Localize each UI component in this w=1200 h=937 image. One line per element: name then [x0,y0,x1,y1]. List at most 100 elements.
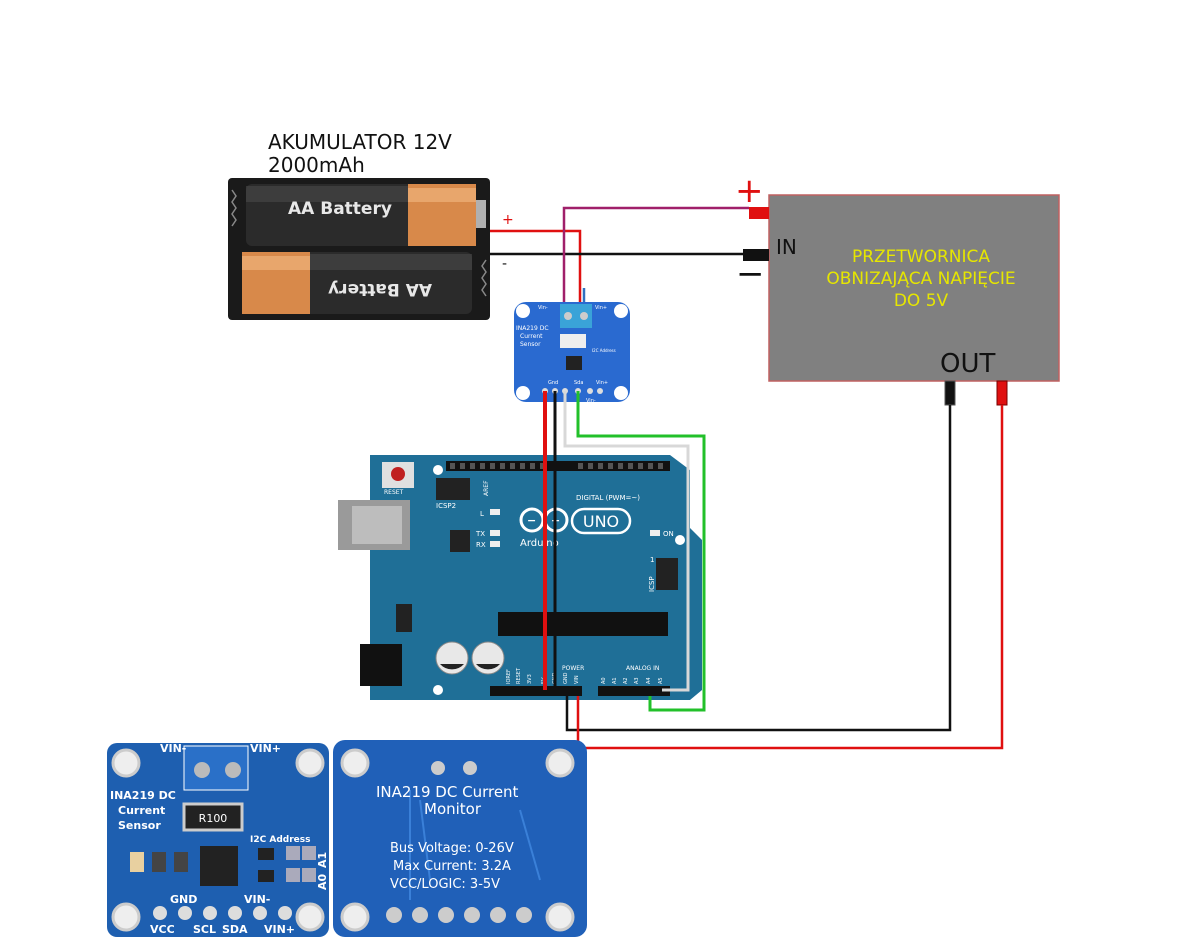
battery-top-terminal [476,200,486,228]
usb-chip [450,530,470,552]
converter-in-plus-terminal [749,207,769,219]
atmega-chip [498,612,668,636]
photo-front-i2c: I2C Address [250,835,310,845]
analog-in-label: ANALOG IN [626,665,659,672]
converter-out-plus-terminal [996,380,1008,406]
wire-out-minus-to-gnd [565,405,952,732]
aref-label: AREF [483,480,490,496]
photo-back-title2: Monitor [424,800,482,818]
converter-out-label: OUT [940,349,995,379]
pin-3v3-label: 3V3 [527,674,533,684]
icsp2-header [436,478,470,500]
icsp-num-label: 1 [650,556,654,564]
digital-header-pins [450,463,663,469]
ina219-sensor-module: Vin- Vin+ INA219 DC Current Sensor I2C A… [514,302,630,404]
photo-back-spec2: Max Current: 3.2A [393,859,511,874]
pin-reset-label: RESET [516,667,522,684]
sensor-shunt [560,334,586,348]
power-label: POWER [562,665,584,672]
sensor-gnd-label: Gnd [548,380,558,386]
photo-front-gnd: GND [170,893,197,906]
photo-front-resistor [182,802,244,832]
pin-ioref-label: IOREF [506,669,512,684]
battery-pack: AKUMULATOR 12V 2000mAh AA Battery AA Bat… [228,130,514,320]
pin-a1-label: A1 [612,677,618,684]
uno-label: UNO [583,512,619,531]
digital-header [446,461,670,471]
digital-label: DIGITAL (PWM=~) [576,494,640,502]
photo-front-pin-scl: SCL [193,923,216,936]
photo-back-spec3: VCC/LOGIC: 3-5V [390,877,500,892]
led-tx [490,530,500,536]
icsp-header [656,558,678,590]
led-l [490,509,500,515]
analog-pin-labels: A0 A1 A2 A3 A4 A5 [601,677,664,684]
sensor-title3: Sensor [520,341,541,348]
photo-front-title2: Current [118,804,165,817]
arduino-uno-board: RESET ICSP2 AREF DIGITAL (PWM=~) L TX RX… [338,455,702,700]
sensor-pcb [514,302,630,402]
sensor-title1: INA219 DC [516,325,549,332]
photo-front-title1: INA219 DC [110,789,176,802]
led-on-label: ON [663,530,674,538]
led-rx-label: RX [476,541,486,549]
battery-minus-sign: - [502,256,507,272]
battery-cell-top-label: AA Battery [288,199,392,219]
converter-out-minus-terminal [944,380,956,406]
photo-front-pin-vcc: VCC [150,923,175,936]
photo-back-header-pins [386,907,532,923]
led-rx [490,541,500,547]
photo-front-vin-minus: VIN- [160,742,186,755]
converter-title-line3: DO 5V [894,291,949,311]
arduino-pcb [370,455,702,700]
converter-title-line1: PRZETWORNICA [852,247,990,267]
pin-a5-label: A5 [658,677,664,684]
icsp2-label: ICSP2 [436,502,456,510]
buck-converter: PRZETWORNICA OBNIZAJĄCA NAPIĘCIE DO 5V I… [735,171,1060,406]
power-header [490,686,582,696]
svg-text:−: − [527,514,536,527]
photo-back-title1: INA219 DC Current [376,783,519,801]
power-jack [360,644,402,686]
icsp-label: ICSP [648,576,656,592]
pin-gnd2-label: GND [563,672,569,684]
sensor-i2c-label: I2C Address [592,348,616,353]
photo-back-spec1: Bus Voltage: 0-26V [390,841,514,856]
sensor-sda-label: Sda [574,380,583,386]
sensor-title2: Current [520,333,543,340]
sensor-vin-minus-bottom: Vin- [586,398,596,404]
pin-a2-label: A2 [623,677,629,684]
arduino-brand-label: Arduino [520,538,559,549]
led-on [650,530,660,536]
battery-title-line1: AKUMULATOR 12V [268,130,452,154]
photo-front-title3: Sensor [118,819,161,832]
uno-badge [570,507,632,535]
pin-vin-label: VIN [574,675,580,684]
ina219-photo-back: INA219 DC Current Monitor Bus Voltage: 0… [333,740,587,937]
reset-label: RESET [384,489,404,496]
wire-scl [563,391,690,692]
photo-front-a0: A0 [316,873,329,890]
photo-back-pcb [333,740,587,937]
led-l-label: L [480,510,484,518]
wire-sensor-to-converter-plus [562,206,749,302]
photo-front-chip [200,846,238,886]
analog-header [598,686,670,696]
sensor-vin-minus: Vin- [538,305,548,311]
led-tx-label: TX [475,530,485,538]
battery-title-line2: 2000mAh [268,153,365,177]
battery-cell-bottom-label: AA Battery [328,279,432,299]
pin-a3-label: A3 [634,677,640,684]
sensor-vin-plus: Vin+ [595,305,607,311]
battery-plus-sign: + [502,212,514,228]
sensor-vin-plus-bottom: Vin+ [596,380,608,386]
voltage-regulator [396,604,412,632]
photo-front-pin-vin-plus: VIN+ [264,923,295,936]
wire-sda [576,391,706,712]
converter-plus-sign: + [735,171,764,211]
sensor-chip [566,356,582,370]
pin-a0-label: A0 [601,677,607,684]
converter-body [768,194,1060,382]
photo-front-vin-minus-bottom: VIN- [244,893,270,906]
